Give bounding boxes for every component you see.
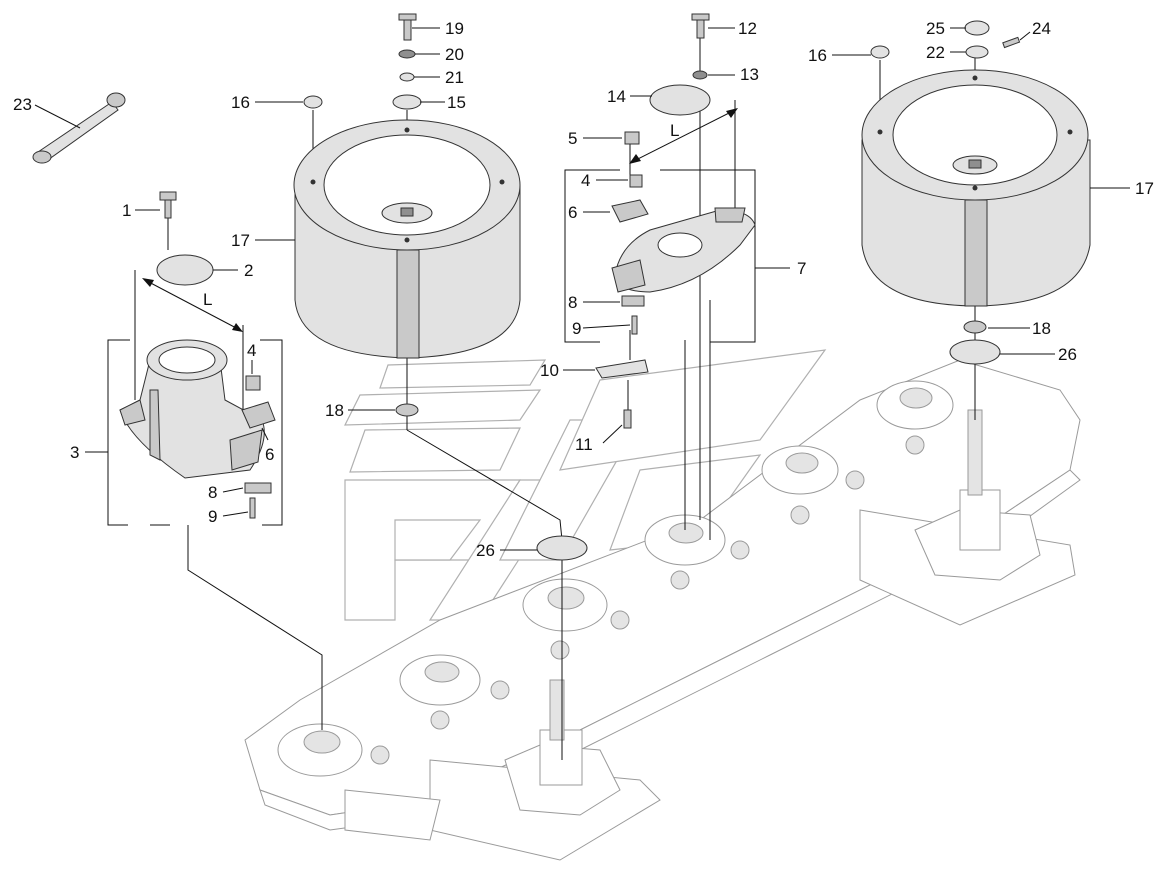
callout-1: 1 [122,201,131,220]
callout-26: 26 [1058,345,1077,364]
spanner-part [32,92,126,164]
callout-4: 4 [247,341,256,360]
hub-cone-left [119,339,265,479]
group-frame-right [564,169,756,343]
callout-13: 13 [740,65,759,84]
callout-6: 6 [265,445,274,464]
callout-10: 10 [540,361,559,380]
callout-18: 18 [325,401,344,420]
callout-3: 3 [70,443,79,462]
blade-holder-right [611,207,756,293]
callout-5: 5 [568,129,577,148]
callout-6: 6 [568,203,577,222]
callout-15: 15 [447,93,466,112]
callout-9: 9 [572,319,581,338]
callout-26: 26 [476,541,495,560]
callout-20: 20 [445,45,464,64]
callout-11: 11 [575,435,593,454]
callout-8: 8 [208,483,217,502]
callout-16: 16 [808,46,827,65]
dimension-arrow-left: L [142,278,243,332]
callout-25: 25 [926,19,945,38]
callout-2: 2 [244,261,253,280]
callout-16: 16 [231,93,250,112]
callout-22: 22 [926,43,945,62]
dimension-label: L [203,290,212,309]
callout-17: 17 [1135,179,1154,198]
callout-21: 21 [445,68,464,87]
callout-labels: 23 1 2 3 4 6 8 9 5 4 6 7 8 9 10 11 12 13… [13,19,1154,560]
callout-24: 24 [1032,19,1051,38]
drum-right [861,69,1091,307]
callout-8: 8 [568,293,577,312]
callout-12: 12 [738,19,757,38]
callout-14: 14 [607,87,626,106]
callout-9: 9 [208,507,217,526]
dimension-arrow-right: L [629,108,738,164]
group-frame-left [107,339,283,526]
callout-23: 23 [13,95,32,114]
cutter-bar-frame [244,359,1081,861]
small-parts [156,13,1021,561]
callout-19: 19 [445,19,464,38]
callout-17: 17 [231,231,250,250]
callout-18: 18 [1032,319,1051,338]
dimension-label: L [670,121,679,140]
callout-7: 7 [797,259,806,278]
callout-4: 4 [581,171,590,190]
callout-leaders [34,27,1130,551]
drum-left [293,119,521,359]
